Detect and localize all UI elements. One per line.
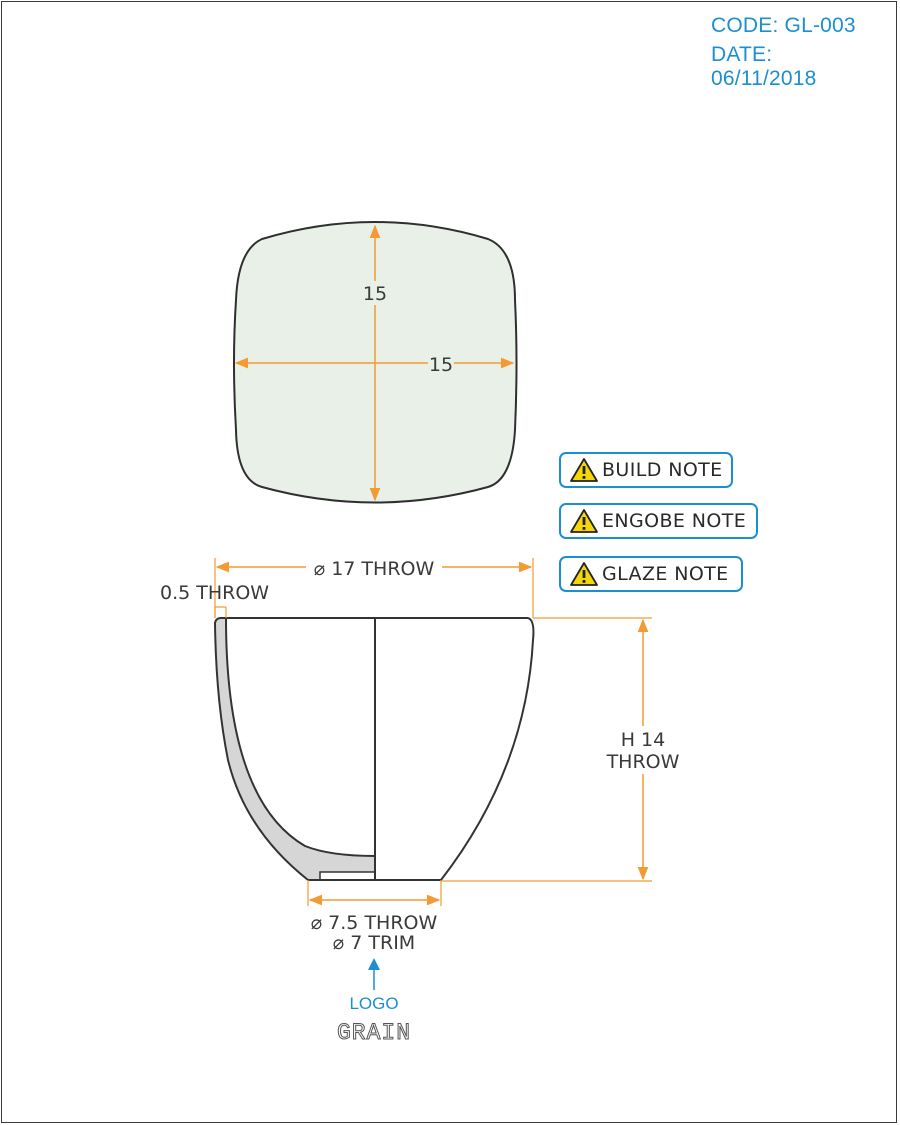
glaze-note-button[interactable]: GLAZE NOTE — [559, 556, 743, 592]
warning-icon — [570, 562, 598, 586]
height-label-line2: THROW — [606, 751, 680, 773]
top-view-width-label: 15 — [429, 354, 453, 376]
foot-trim-label: ⌀ 7 TRIM — [333, 932, 415, 954]
build-note-label: BUILD NOTE — [602, 459, 723, 481]
side-view: ⌀ 17 THROW 0.5 THROW H 14 THROW ⌀ 7.5 TH… — [160, 556, 681, 954]
logo-arrow-icon — [368, 958, 380, 970]
glaze-note-label: GLAZE NOTE — [602, 563, 729, 585]
logo-label: LOGO — [349, 994, 398, 1013]
top-view: 15 15 — [233, 221, 518, 504]
foot-throw-label: ⌀ 7.5 THROW — [311, 912, 438, 934]
foot-ring-section — [319, 871, 376, 881]
bowl-wall-section — [213, 617, 376, 881]
warning-icon — [570, 509, 598, 533]
height-label-line1: H 14 — [621, 729, 666, 751]
engobe-note-button[interactable]: ENGOBE NOTE — [559, 503, 758, 539]
logo-stamp-text: GRAIN — [337, 1020, 411, 1046]
wall-thickness-label: 0.5 THROW — [160, 582, 269, 604]
bowl-outer-profile — [440, 617, 535, 881]
date-label: DATE: 06/11/2018 — [711, 43, 817, 90]
rim-diameter-label: ⌀ 17 THROW — [314, 558, 435, 580]
code-label: CODE: GL-003 — [711, 14, 856, 37]
top-view-height-label: 15 — [363, 283, 387, 305]
warning-icon — [570, 458, 598, 482]
logo-callout: LOGO GRAIN — [336, 958, 411, 1047]
engobe-note-label: ENGOBE NOTE — [602, 510, 747, 532]
build-note-button[interactable]: BUILD NOTE — [559, 452, 733, 488]
